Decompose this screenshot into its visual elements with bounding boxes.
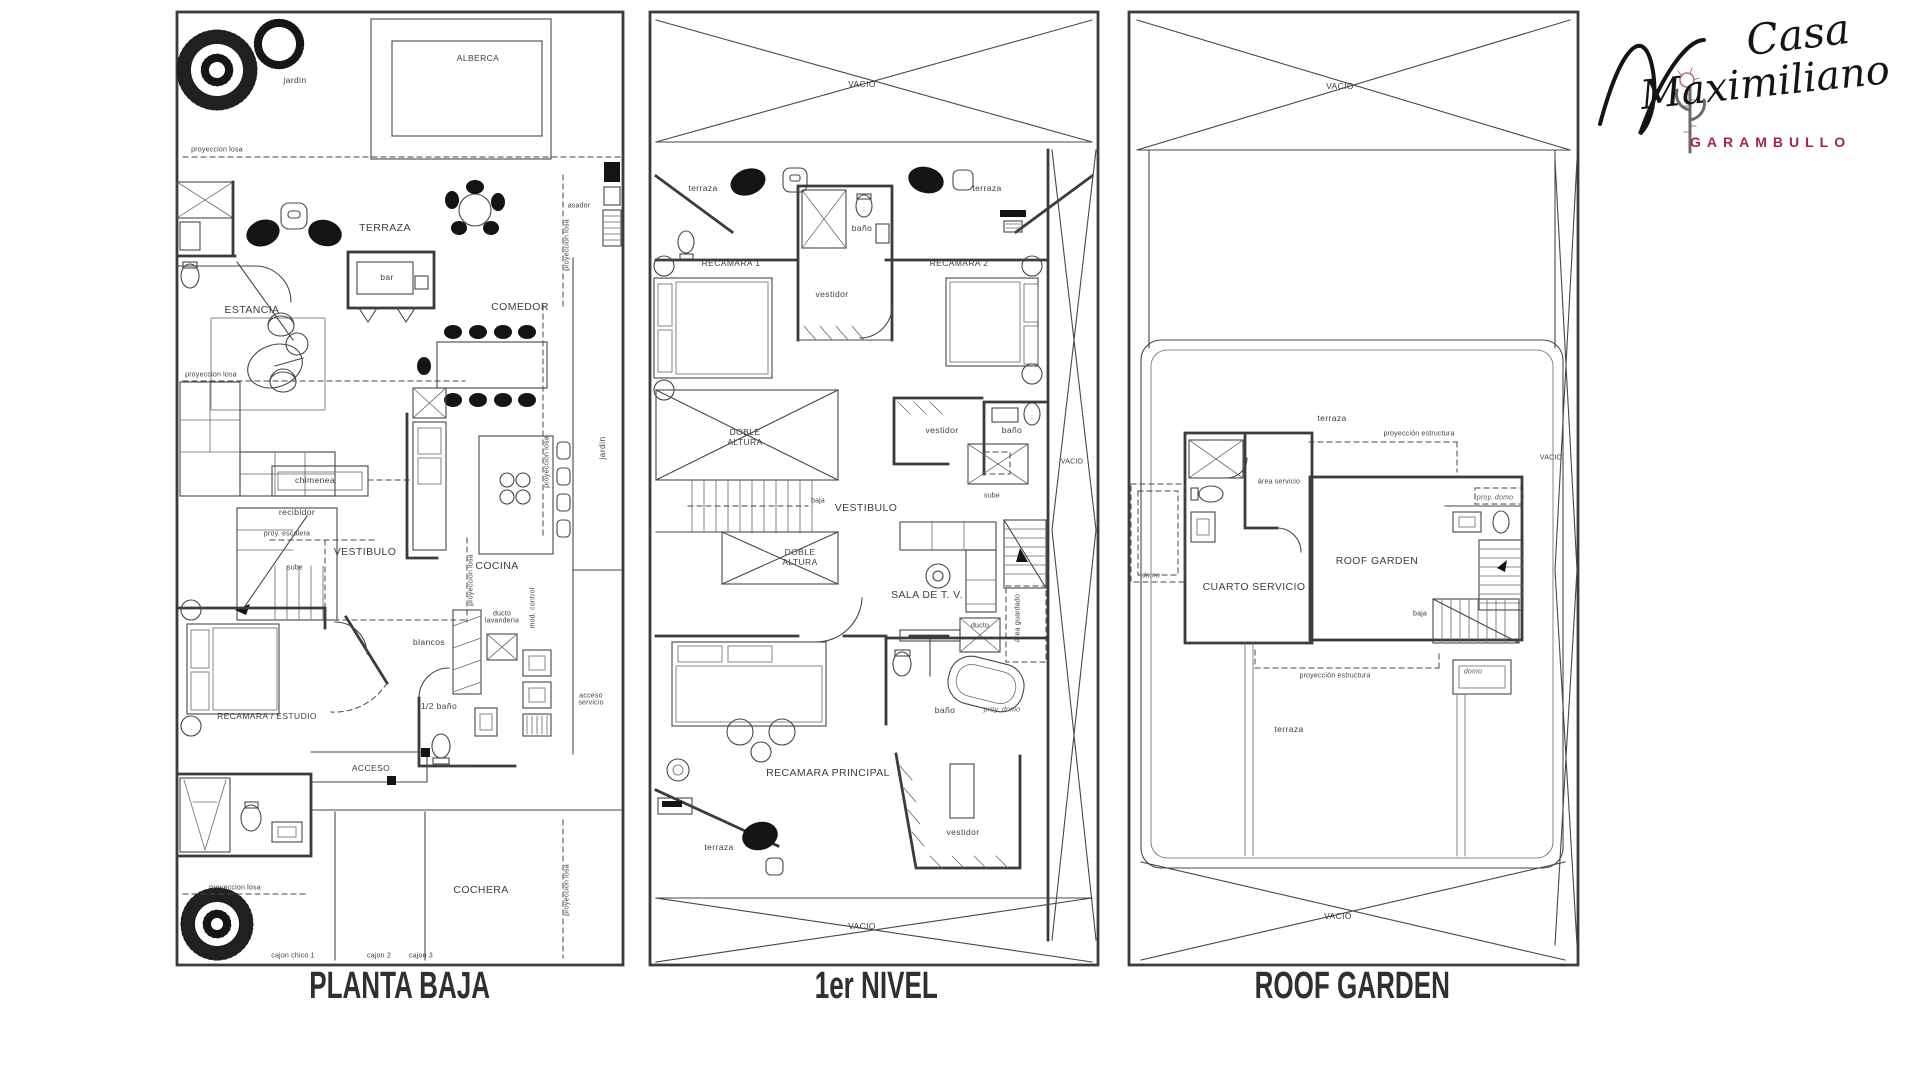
label-cochera: COCHERA — [453, 884, 509, 896]
label-vestidor-1: vestidor — [815, 289, 849, 299]
label-area-servicio: área servicio — [1257, 478, 1301, 486]
label-vacio-bottom-rg: VACIO — [1324, 911, 1352, 921]
plan-roof-garden: VACIO terraza proyección estructura área… — [1127, 10, 1580, 967]
label-proyeccion-losa-3: proyeccion losa — [543, 436, 551, 488]
label-proy-escalera: proy. escalera — [263, 530, 311, 538]
primer-nivel-linework — [648, 10, 1100, 967]
label-doble-altura-2: DOBLE ALTURA — [782, 547, 818, 567]
title-planta-baja: PLANTA BAJA — [309, 964, 491, 1007]
logo-garambullo-text: GARAMBULLO — [1690, 134, 1852, 150]
label-cajon-chico-1: cajon chico 1 — [271, 952, 315, 960]
label-bano-1: baño — [851, 223, 873, 233]
label-proyeccion-losa-6: proyeccion losa — [209, 884, 261, 892]
label-acceso-servicio: acceso servicio — [578, 692, 604, 707]
label-alberca: ALBERCA — [456, 53, 500, 63]
label-terraza-bottom-rg: terraza — [1274, 724, 1304, 734]
label-baja-rg: baja — [1412, 610, 1428, 618]
label-recibidor: recibidor — [278, 507, 316, 517]
label-roof-garden-room: ROOF GARDEN — [1335, 555, 1419, 567]
plan-primer-nivel: VACIO terraza terraza RECAMARA 1 baño ve… — [648, 10, 1100, 967]
label-jardin-2: jardin — [597, 436, 607, 460]
label-baja: baja — [810, 497, 826, 505]
label-cajon-2: cajon 2 — [367, 952, 391, 960]
label-vestibulo: VESTIBULO — [333, 546, 397, 558]
label-chimenea: chimenea — [294, 475, 336, 485]
brand-logo: Casa Maximiliano GARAMBULLO — [1594, 4, 1904, 174]
label-recamara-estudio: RECAMARA / ESTUDIO — [217, 711, 317, 721]
label-acceso: ACCESO — [351, 763, 391, 773]
label-cocina: COCINA — [475, 560, 519, 572]
label-asador: asador — [567, 202, 591, 210]
label-vestidor-2: vestidor — [925, 425, 959, 435]
label-vacio-top: VACIO — [848, 79, 876, 89]
title-roof-garden: ROOF GARDEN — [1254, 964, 1450, 1007]
label-bano-3: baño — [934, 705, 956, 715]
label-proyeccion-estructura-top: proyección estructura — [1383, 430, 1455, 438]
label-proy-domo-rg: proy. domo — [1476, 494, 1514, 502]
label-domo-right: domo — [1463, 668, 1483, 676]
label-proyeccion-losa-7: proyeccion losa — [563, 864, 571, 916]
label-vacio-top-rg: VACIO — [1326, 81, 1354, 91]
label-proyeccion-losa-2: proyeccion losa — [185, 371, 237, 379]
label-sube-n1: sube — [984, 492, 1000, 500]
label-cajon-3: cajon 3 — [409, 952, 433, 960]
label-recamara-1: RECAMARA 1 — [701, 258, 761, 268]
label-terraza-left: terraza — [688, 183, 718, 193]
label-recamara-principal: RECAMARA PRINCIPAL — [766, 767, 890, 779]
label-proyeccion-losa-5: proyeccion losa — [467, 554, 475, 606]
label-blancos: blancos — [412, 637, 446, 647]
label-vacio-right: VACIO — [1060, 458, 1084, 466]
label-bano-2: baño — [1001, 425, 1023, 435]
label-doble-altura-1: DOBLE ALTURA — [727, 427, 763, 447]
roof-garden-linework — [1127, 10, 1580, 967]
label-cuarto-servicio: CUARTO SERVICIO — [1202, 581, 1306, 593]
label-domo-left: domo — [1141, 572, 1161, 580]
label-vestibulo-n1: VESTIBULO — [834, 502, 898, 514]
planta-baja-linework — [175, 10, 625, 967]
label-recamara-2: RECAMARA 2 — [929, 258, 989, 268]
label-proyeccion-estructura-bottom: proyección estructura — [1299, 672, 1371, 680]
label-proyeccion-losa: proyeccion losa — [191, 146, 243, 154]
label-estancia: ESTANCIA — [224, 304, 280, 316]
plan-planta-baja: jardin ALBERCA proyeccion losa asador TE… — [175, 10, 625, 967]
label-area-guardado: área guardado — [1014, 593, 1022, 643]
label-jardin: jardin — [283, 75, 307, 85]
label-ducto: ducto — [970, 622, 990, 630]
label-comedor: COMEDOR — [491, 301, 549, 313]
label-sube: sube — [287, 564, 303, 572]
label-terraza-right: terraza — [972, 183, 1002, 193]
label-vacio-bottom: VACIO — [848, 921, 876, 931]
label-terraza-bottom: terraza — [704, 842, 734, 852]
label-vestidor-3: vestidor — [946, 827, 980, 837]
title-primer-nivel: 1er NIVEL — [814, 964, 938, 1007]
label-ducto-lavanderia: ducto lavanderia — [484, 610, 520, 625]
label-vacio-right-rg: VACIO — [1539, 454, 1563, 462]
logo-flourish-and-cactus-icon — [1598, 38, 1706, 154]
label-bar: bar — [380, 272, 394, 282]
label-terraza: TERRAZA — [359, 222, 411, 234]
label-sala-tv: SALA DE T. V. — [891, 589, 963, 601]
label-proyeccion-losa-4: proyeccion losa — [563, 219, 571, 271]
label-terraza-top-rg: terraza — [1317, 413, 1347, 423]
label-medio-bano: 1/2 baño — [420, 701, 458, 711]
label-mod-control: mod. control — [529, 587, 537, 629]
label-proy-domo-n1: proy. domo — [983, 706, 1021, 714]
